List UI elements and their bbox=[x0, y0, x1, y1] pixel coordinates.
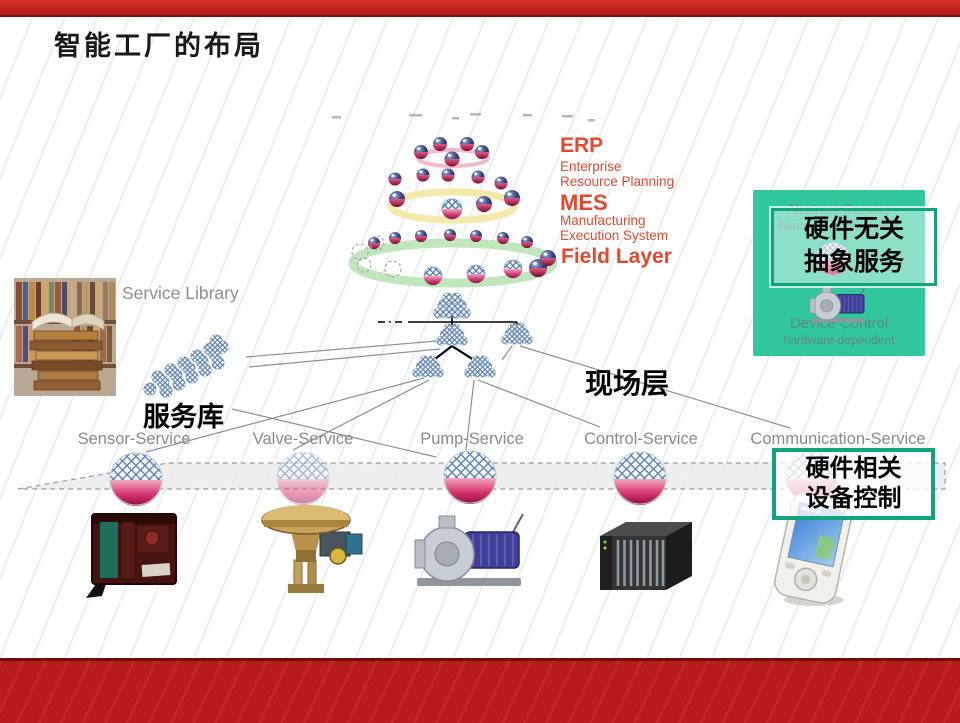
device-control-title: Device Control bbox=[789, 315, 889, 332]
mes-label: MES bbox=[560, 190, 608, 215]
slide-title: 智能工厂的布局 bbox=[54, 31, 264, 61]
hardware-related-callout: 硬件相关 设备控制 bbox=[772, 448, 935, 520]
service-label-sensor: Sensor-Service bbox=[77, 430, 191, 448]
mes-subtitle-2: Execution System bbox=[560, 228, 669, 243]
field-layer-label-zh: 现场层 bbox=[585, 369, 670, 400]
abstract-service-subtitle: hardware-independent bbox=[778, 219, 900, 233]
service-label-communication: Communication-Service bbox=[750, 430, 926, 448]
service-label-control: Control-Service bbox=[584, 430, 698, 448]
service-label-pump: Pump-Service bbox=[420, 430, 524, 448]
hardware-independent-callout: 硬件无关 抽象服务 bbox=[771, 208, 937, 286]
erp-subtitle-1: Enterprise bbox=[560, 159, 622, 174]
device-control-subtitle: hardware-dependent bbox=[783, 333, 895, 347]
top-red-band bbox=[0, 0, 960, 17]
callout-line: 硬件相关 bbox=[805, 456, 902, 482]
abstract-service-panel: Abstract Service hardware-independent De… bbox=[753, 190, 925, 356]
field-layer-label: Field Layer bbox=[561, 245, 672, 268]
callout-line: 抽象服务 bbox=[803, 249, 904, 276]
bottom-red-band bbox=[0, 658, 960, 723]
callout-line: 硬件无关 bbox=[803, 216, 904, 243]
erp-label: ERP bbox=[560, 134, 604, 157]
service-library-label: Service Library bbox=[122, 283, 239, 303]
service-label-valve: Valve-Service bbox=[252, 430, 354, 448]
callout-line: 设备控制 bbox=[805, 486, 902, 512]
erp-subtitle-2: Resource Planning bbox=[560, 174, 675, 189]
mes-subtitle-1: Manufacturing bbox=[560, 213, 646, 228]
service-library-label-zh: 服务库 bbox=[143, 402, 224, 432]
